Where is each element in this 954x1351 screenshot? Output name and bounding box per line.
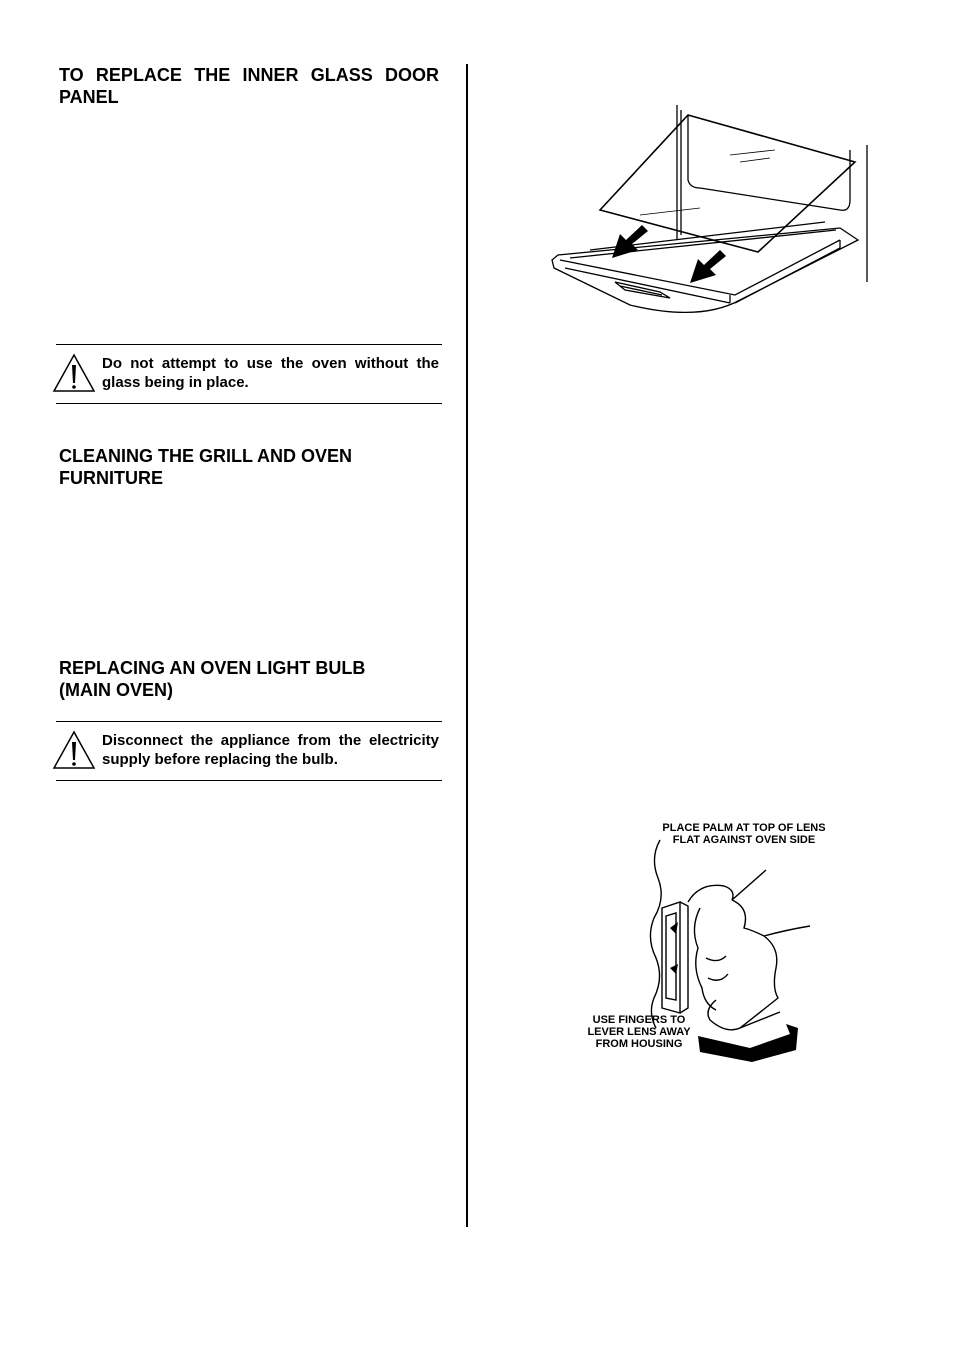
heading-line-1: REPLACING AN OVEN LIGHT BULB [59,658,366,678]
warning-triangle-icon [52,730,96,769]
heading-replace-inner-glass: TO REPLACE THE INNER GLASS DOOR PANEL [59,65,439,107]
warning-rule-top-2 [56,721,442,722]
column-divider [466,64,468,1227]
label-line: PLACE PALM AT TOP OF LENS [662,822,826,834]
label-line: USE FINGERS TO [592,1014,686,1026]
warning-disconnect-supply: Disconnect the appliance from the electr… [102,732,439,768]
warning-rule-bottom [56,403,442,404]
label-line: FLAT AGAINST OVEN SIDE [672,834,816,846]
warning-triangle-icon [52,353,96,392]
glass-door-panel-illustration [551,105,868,314]
heading-replacing-light-bulb: REPLACING AN OVEN LIGHT BULB (MAIN OVEN) [59,657,439,701]
warning-rule-top [56,344,442,345]
label-fingers-lever-lens: USE FINGERS TO LEVER LENS AWAY FROM HOUS… [580,1014,698,1050]
warning-glass-in-place: Do not attempt to use the oven without t… [102,355,439,391]
heading-line-2: (MAIN OVEN) [59,680,173,700]
label-palm-top-of-lens: PLACE PALM AT TOP OF LENS FLAT AGAINST O… [640,822,848,846]
lens-removal-illustration [649,839,811,1062]
label-line: LEVER LENS AWAY [587,1026,691,1038]
heading-cleaning-grill: CLEANING THE GRILL AND OVEN FURNITURE [59,446,353,488]
warning-rule-bottom-2 [56,780,442,781]
label-line: FROM HOUSING [595,1038,683,1050]
